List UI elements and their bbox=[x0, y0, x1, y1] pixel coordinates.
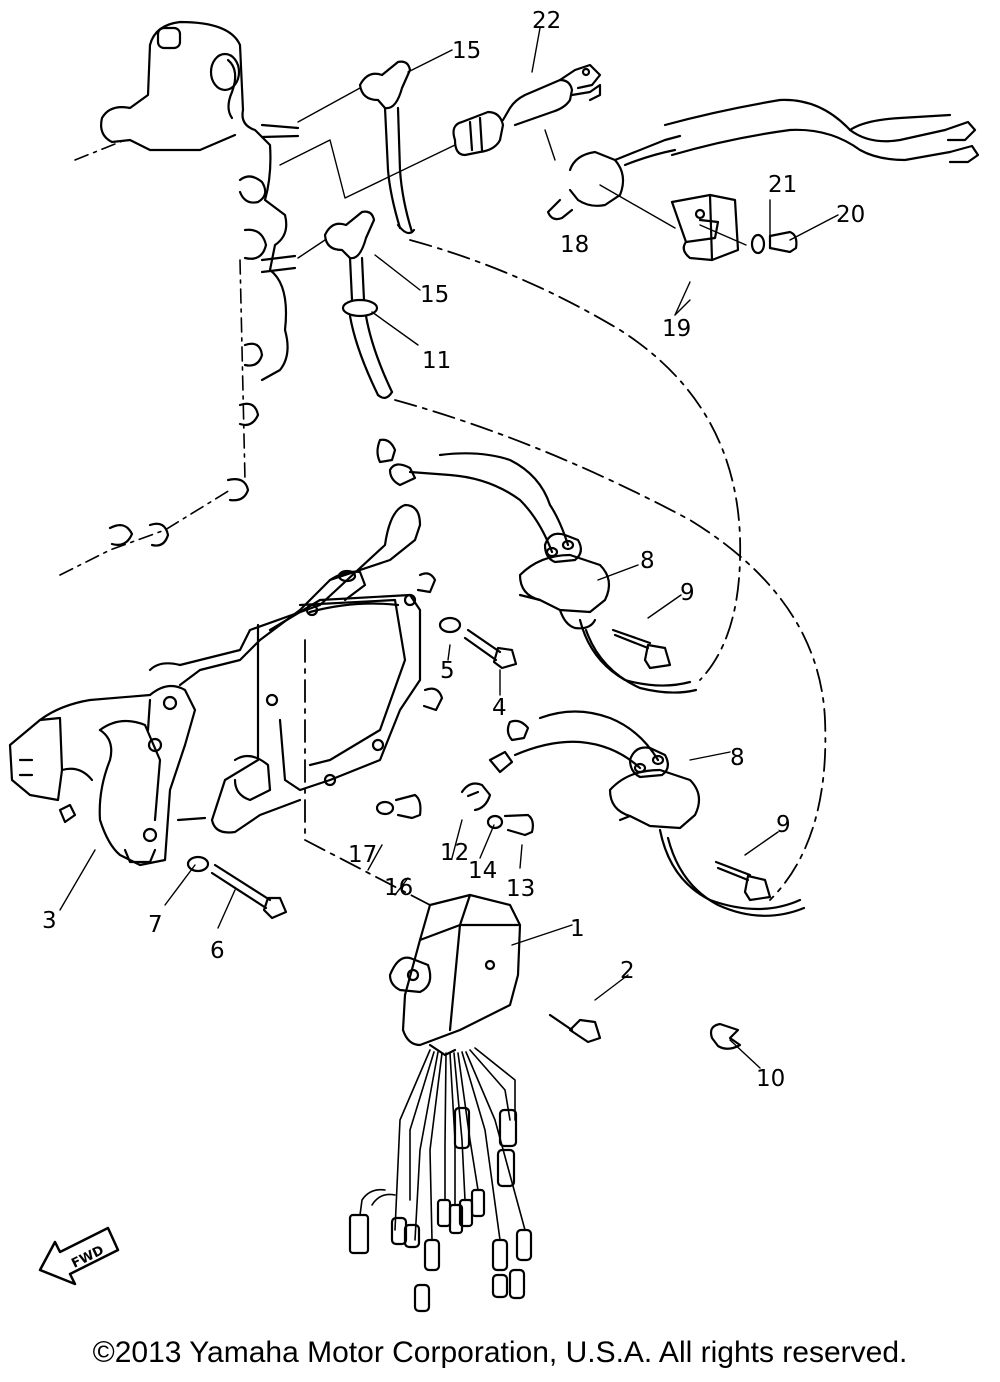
callout-10: 10 bbox=[756, 1066, 785, 1092]
callout-15-lower: 15 bbox=[420, 282, 449, 308]
callout-6: 6 bbox=[210, 938, 225, 964]
clamp-12 bbox=[460, 782, 492, 812]
bolt-9-upper bbox=[611, 628, 672, 670]
callout-19: 19 bbox=[662, 316, 691, 342]
neutral-switch bbox=[452, 63, 602, 157]
callout-9-lower: 9 bbox=[776, 812, 791, 838]
callout-11: 11 bbox=[422, 348, 451, 374]
callout-4: 4 bbox=[492, 695, 507, 721]
callout-15-upper: 15 bbox=[452, 38, 481, 64]
copyright-notice: ©2013 Yamaha Motor Corporation, U.S.A. A… bbox=[92, 1336, 908, 1369]
callout-20: 20 bbox=[836, 202, 865, 228]
spark-plug-cap-upper bbox=[358, 60, 416, 235]
ignition-bracket bbox=[148, 503, 422, 834]
bolt-4-washer-5 bbox=[438, 616, 518, 670]
callout-5: 5 bbox=[440, 658, 455, 684]
callout-labels: 22 15 15 11 18 19 21 20 8 9 5 4 8 9 3 7 … bbox=[42, 8, 865, 1092]
bolt-20-washer-21 bbox=[750, 230, 798, 255]
callout-8-lower: 8 bbox=[730, 745, 745, 771]
mount-assembly-3 bbox=[8, 684, 207, 867]
bolt-2 bbox=[548, 1013, 602, 1044]
callout-7: 7 bbox=[148, 912, 163, 938]
spark-plug-cap-lower bbox=[323, 210, 394, 399]
engine-block-outline bbox=[100, 20, 300, 547]
stop-switch bbox=[546, 98, 980, 221]
switch-bracket bbox=[670, 193, 740, 262]
callout-14: 14 bbox=[468, 858, 497, 884]
callout-12: 12 bbox=[440, 840, 469, 866]
callout-13: 13 bbox=[506, 876, 535, 902]
fwd-arrow-icon: FWD bbox=[38, 1226, 120, 1286]
cdi-unit-1 bbox=[388, 893, 522, 1057]
ignition-coil-upper bbox=[376, 438, 698, 694]
callout-1: 1 bbox=[570, 916, 585, 942]
callout-17: 17 bbox=[348, 842, 377, 868]
callout-22: 22 bbox=[532, 8, 561, 34]
callout-21: 21 bbox=[768, 172, 797, 198]
bolt-9-lower bbox=[714, 860, 772, 902]
harness-connectors bbox=[348, 1106, 533, 1313]
callout-9-upper: 9 bbox=[680, 580, 695, 606]
callout-18: 18 bbox=[560, 232, 589, 258]
ht-wire-routes bbox=[304, 239, 827, 906]
callout-2: 2 bbox=[620, 958, 635, 984]
bolt-6-washer-7 bbox=[186, 855, 288, 920]
callout-3: 3 bbox=[42, 908, 57, 934]
callout-8-upper: 8 bbox=[640, 548, 655, 574]
leader-lines bbox=[59, 27, 839, 1069]
ignition-coil-lower bbox=[488, 710, 806, 917]
cdi-bracket-box bbox=[265, 572, 444, 792]
bolt-16-washer-17 bbox=[375, 793, 422, 820]
callout-16: 16 bbox=[384, 875, 413, 901]
clamp-10 bbox=[709, 1022, 742, 1050]
bolt-13-washer-14 bbox=[486, 813, 534, 837]
engine-centerlines bbox=[59, 139, 246, 576]
